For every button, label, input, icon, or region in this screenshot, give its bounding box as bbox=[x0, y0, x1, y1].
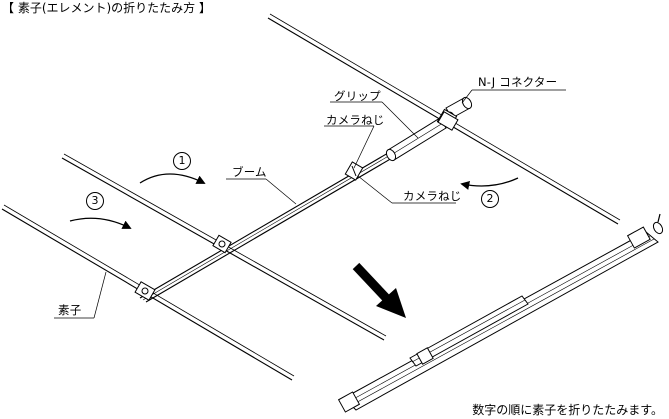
step-number-2: 2 bbox=[481, 190, 499, 208]
step-number-3: 3 bbox=[86, 192, 104, 210]
label-connector: N-J コネクター bbox=[478, 75, 558, 89]
element-clamps bbox=[134, 111, 459, 301]
label-boom: ブーム bbox=[232, 165, 267, 179]
leader-lines bbox=[54, 89, 566, 319]
folded-antenna bbox=[337, 213, 664, 413]
rotation-arrow-3 bbox=[69, 217, 132, 229]
label-element: 素子 bbox=[58, 303, 82, 317]
rotation-arrow-2 bbox=[460, 177, 519, 190]
diagram-title: 【 素子(エレメント)の折りたたみ方 】 bbox=[2, 1, 211, 15]
diagram-caption: 数字の順に素子を折りたたみます。 bbox=[472, 403, 663, 417]
step-number-1: 1 bbox=[173, 152, 191, 170]
label-camera-screw-bottom: カメラねじ bbox=[403, 189, 462, 203]
label-grip: グリップ bbox=[334, 89, 381, 103]
grip bbox=[385, 117, 447, 162]
label-camera-screw-top: カメラねじ bbox=[326, 113, 385, 127]
rotation-arrow-1 bbox=[139, 173, 206, 184]
camera-screw-joint bbox=[344, 161, 364, 181]
big-arrow bbox=[352, 262, 406, 318]
